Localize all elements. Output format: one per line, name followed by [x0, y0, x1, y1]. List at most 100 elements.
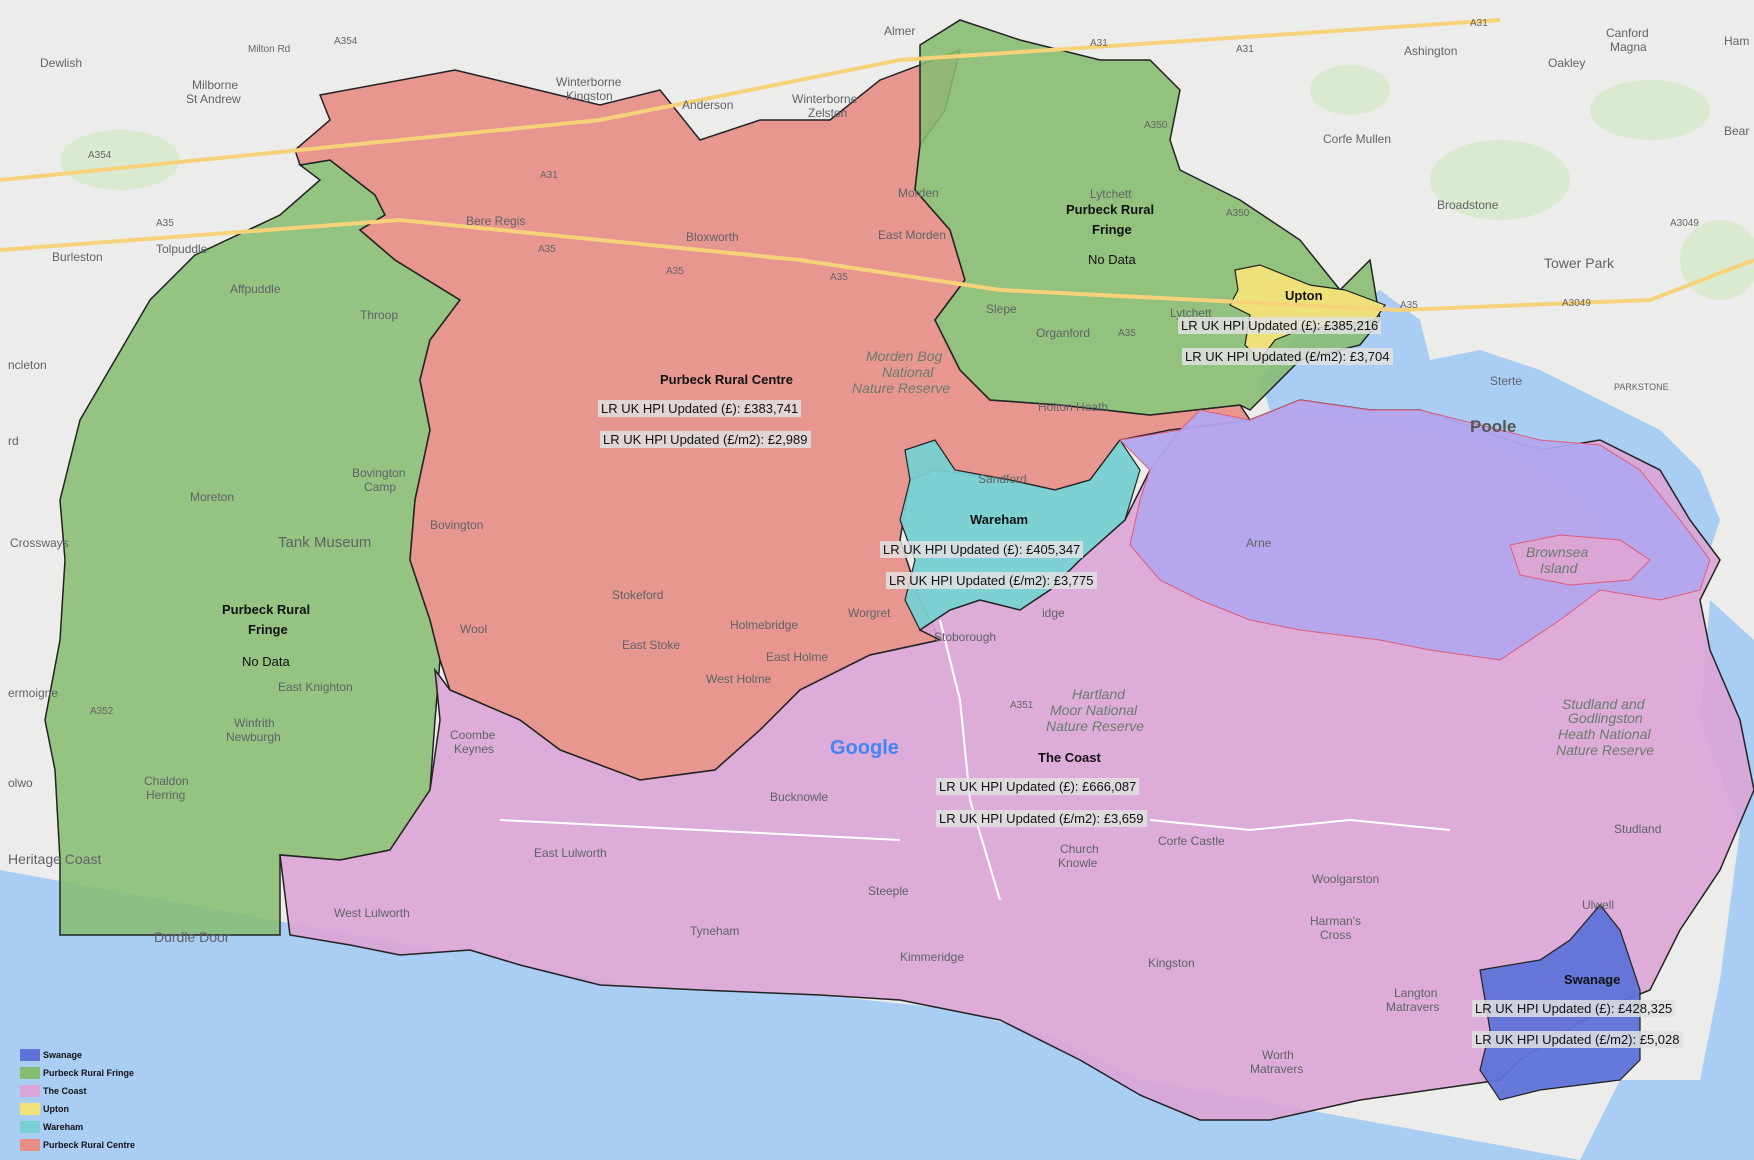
place-ncleton: ncleton — [8, 358, 47, 372]
place-west-lulworth: West Lulworth — [334, 906, 410, 920]
legend-label: Swanage — [43, 1050, 83, 1060]
road-a350-b: A350 — [1226, 208, 1250, 219]
minor-roads — [499, 619, 1451, 901]
place-milborne: Milborne — [192, 78, 239, 92]
place-tyneham: Tyneham — [690, 924, 740, 938]
hpi-m2-purbeck-rural-centre: LR UK HPI Updated (£/m2): £2,989 — [600, 431, 811, 448]
area-title-purbeck-rural-centre: Purbeck Rural Centre — [660, 372, 793, 387]
place-studland-nr-3: Heath National — [1558, 726, 1651, 742]
place-woolgarston: Woolgarston — [1312, 872, 1380, 886]
place-dewlish: Dewlish — [40, 56, 83, 70]
place-winterborne-2: Winterborne — [792, 92, 858, 106]
google-logo: Google — [830, 737, 899, 760]
place-ham: Ham — [1724, 34, 1750, 48]
area-title-fringe-west-2: Fringe — [248, 622, 288, 637]
place-kimmeridge: Kimmeridge — [900, 950, 965, 964]
place-affpuddle: Affpuddle — [230, 282, 281, 296]
place-studland-nr-4: Nature Reserve — [1556, 742, 1655, 758]
legend-swatch — [20, 1121, 40, 1133]
legend-label: Purbeck Rural Fringe — [43, 1068, 135, 1078]
place-lytchett-2: Lytchett — [1170, 306, 1212, 320]
place-coombe-2: Keynes — [454, 742, 495, 756]
place-wool: Wool — [460, 622, 488, 636]
hpi-purbeck-rural-centre: LR UK HPI Updated (£): £383,741 — [598, 400, 802, 417]
place-bovington-camp-2: Camp — [364, 480, 397, 494]
legend-swatch — [20, 1139, 40, 1151]
road-a350: A350 — [1144, 120, 1168, 131]
place-harmans-2: Cross — [1320, 928, 1352, 942]
legend-item-the-coast: The Coast — [20, 1082, 135, 1100]
legend-item-purbeck-rural-fringe: Purbeck Rural Fringe — [20, 1064, 135, 1082]
place-east-stoke: East Stoke — [622, 638, 681, 652]
place-east-holme: East Holme — [766, 650, 829, 664]
legend-label: The Coast — [43, 1086, 87, 1096]
legend-item-purbeck-rural-centre: Purbeck Rural Centre — [20, 1136, 135, 1154]
legend-item-swanage: Swanage — [20, 1046, 135, 1064]
road-milton-rd: Milton Rd — [248, 44, 291, 55]
place-bear: Bear — [1724, 124, 1750, 138]
place-bucknowle: Bucknowle — [770, 790, 829, 804]
legend: Swanage Purbeck Rural Fringe The Coast U… — [20, 1046, 135, 1154]
place-bovington: Bovington — [430, 518, 484, 532]
land-greenery — [60, 65, 1754, 300]
place-worth-1: Worth — [1262, 1048, 1294, 1062]
place-arne: Arne — [1246, 536, 1272, 550]
hpi-m2-wareham: LR UK HPI Updated (£/m2): £3,775 — [886, 572, 1097, 589]
place-heritage-coast: Heritage Coast — [8, 851, 102, 867]
place-church-1: Church — [1060, 842, 1099, 856]
area-title-fringe-north-2: Fringe — [1092, 222, 1132, 237]
legend-label: Wareham — [43, 1122, 84, 1132]
area-title-swanage: Swanage — [1564, 972, 1621, 987]
area-title-upton: Upton — [1285, 288, 1323, 303]
road-a354-b: A354 — [88, 150, 112, 161]
place-studland-nr-2: Godlingston — [1568, 710, 1643, 726]
place-hartland-2: Moor National — [1050, 702, 1138, 718]
place-morden: Morden — [898, 186, 939, 200]
place-studland: Studland — [1614, 822, 1662, 836]
road-a3049: A3049 — [1670, 218, 1699, 229]
road-a3049-b: A3049 — [1562, 298, 1591, 309]
place-burleston: Burleston — [52, 250, 103, 264]
place-tolpuddle: Tolpuddle — [156, 242, 208, 256]
road-a35-b: A35 — [538, 244, 556, 255]
legend-item-upton: Upton — [20, 1100, 135, 1118]
place-lytchett: Lytchett — [1090, 187, 1132, 201]
place-winterborne: Winterborne — [556, 75, 622, 89]
place-nature-reserve: Nature Reserve — [852, 380, 951, 396]
legend-label: Upton — [43, 1104, 69, 1114]
place-harmans-1: Harman's — [1310, 914, 1361, 928]
place-oakley: Oakley — [1548, 56, 1586, 70]
place-organford: Organford — [1036, 326, 1091, 340]
place-sandford: Sandford — [978, 472, 1027, 486]
road-a31-b: A31 — [1236, 44, 1254, 55]
road-a354: A354 — [334, 36, 358, 47]
place-anderson: Anderson — [682, 98, 734, 112]
place-moreton: Moreton — [190, 490, 235, 504]
legend-item-wareham: Wareham — [20, 1118, 135, 1136]
road-a35-c: A35 — [666, 266, 684, 277]
place-crossways: Crossways — [10, 536, 69, 550]
place-ashington: Ashington — [1404, 44, 1458, 58]
place-hartland-3: Nature Reserve — [1046, 718, 1145, 734]
hpi-the-coast: LR UK HPI Updated (£): £666,087 — [936, 778, 1140, 795]
place-kingston-2: Kingston — [1148, 956, 1195, 970]
place-sterte: Sterte — [1490, 374, 1523, 388]
place-holton-heath: Holton Heath — [1038, 400, 1109, 414]
place-ermoigne: ermoigne — [8, 686, 59, 700]
place-coombe-1: Coombe — [450, 728, 496, 742]
place-tower-park: Tower Park — [1544, 255, 1615, 271]
place-chaldon-1: Chaldon — [144, 774, 189, 788]
place-throop: Throop — [360, 308, 399, 322]
place-kingston: Kingston — [566, 89, 613, 103]
area-title-fringe-north-1: Purbeck Rural — [1066, 202, 1155, 217]
road-a35-d: A35 — [830, 272, 848, 283]
road-a31-c: A31 — [1470, 18, 1488, 29]
hpi-m2-the-coast: LR UK HPI Updated (£/m2): £3,659 — [936, 810, 1147, 827]
area-title-wareham: Wareham — [970, 512, 1029, 527]
place-steeple: Steeple — [868, 884, 909, 898]
place-corfe-mullen: Corfe Mullen — [1323, 132, 1392, 146]
hpi-swanage: LR UK HPI Updated (£): £428,325 — [1472, 1000, 1676, 1017]
place-brownsea-1: Brownsea — [1526, 544, 1589, 560]
place-poole: Poole — [1470, 417, 1517, 436]
